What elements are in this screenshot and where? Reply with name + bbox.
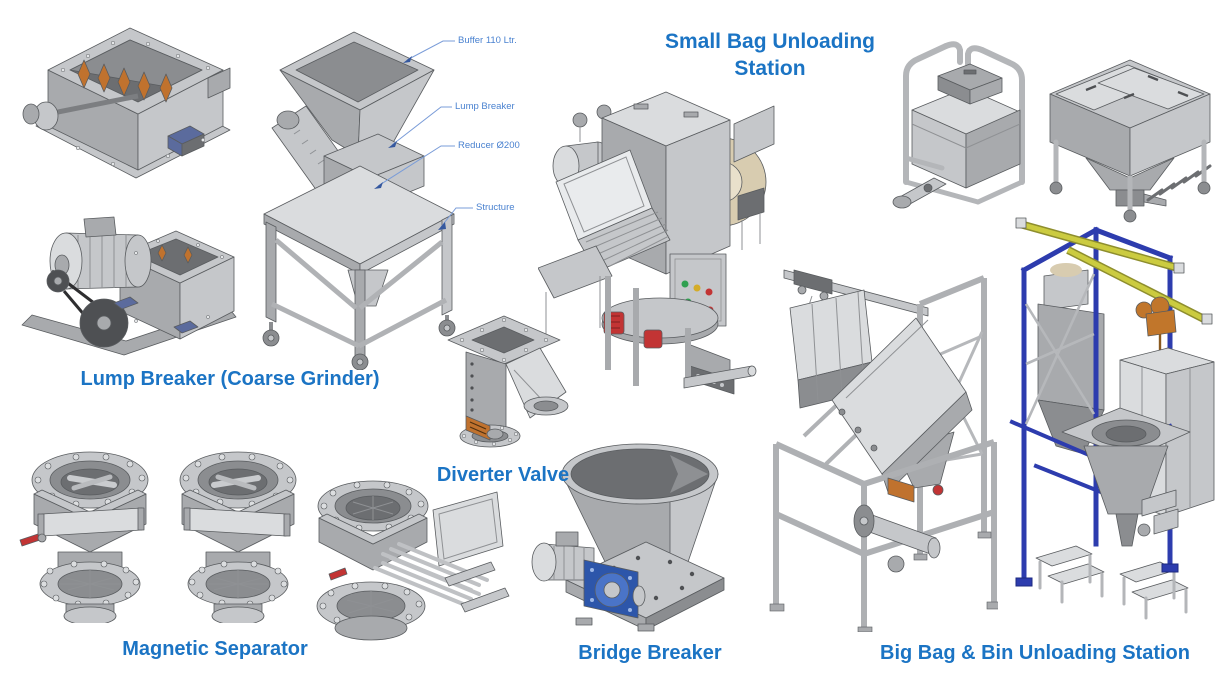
callout-reducer: Reducer Ø200 (458, 140, 520, 151)
label-magnetic-separator: Magnetic Separator (122, 638, 308, 660)
label-big-bag-station: Big Bag & Bin Unloading Station (880, 642, 1190, 664)
magnetic-separator-2-illustration (165, 428, 310, 623)
label-lump-breaker: Lump Breaker (Coarse Grinder) (80, 368, 380, 390)
bin-with-lid-illustration (892, 41, 1025, 209)
label-small-bag-station: Small Bag Unloading Station (640, 28, 900, 82)
callout-buffer: Buffer 110 Ltr. (458, 35, 517, 46)
caster-wheels (262, 315, 456, 370)
bridge-breaker-illustration (531, 443, 725, 632)
chain-hoist (1135, 296, 1177, 352)
small-bag-unloading-station-illustration (538, 91, 775, 395)
callout-structure: Structure (476, 202, 515, 213)
big-bag-station-hoist-illustration (1009, 217, 1215, 620)
lump-breaker-hopper-stand-illustration (262, 31, 456, 370)
lump-breaker-cutaway-illustration (22, 27, 231, 179)
label-small-bag-line2: Station (734, 57, 806, 80)
step-stool (1035, 545, 1105, 604)
caster-wheels (1049, 181, 1211, 223)
callout-lump-breaker: Lump Breaker (455, 101, 515, 112)
label-small-bag-line1: Small Bag Unloading (664, 30, 876, 53)
magnetic-separator-grid-illustration (316, 480, 510, 641)
diverter-valve-illustration (447, 315, 569, 448)
label-bridge-breaker: Bridge Breaker (578, 642, 722, 664)
magnetic-separator-1-illustration (19, 428, 163, 623)
lump-breaker-belt-drive-illustration (21, 216, 237, 356)
label-diverter-valve: Diverter Valve (436, 464, 570, 486)
twin-lid-bin-illustration (1049, 59, 1212, 223)
big-bag-station-tipper-illustration (769, 269, 998, 632)
